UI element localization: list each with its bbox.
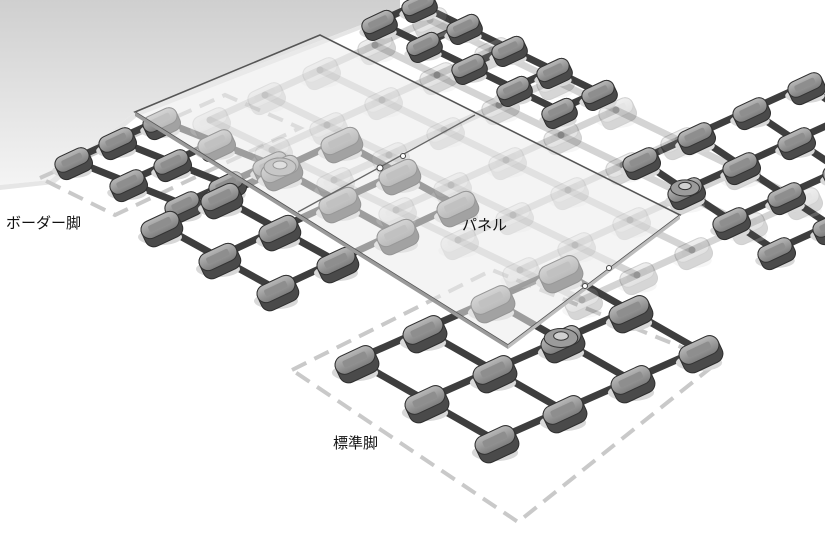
pedestal-pad bbox=[96, 127, 137, 161]
pedestal-pad bbox=[107, 169, 148, 203]
pedestal-pad bbox=[539, 395, 588, 434]
pedestal-head bbox=[537, 325, 586, 364]
pedestal-pad bbox=[494, 75, 533, 108]
stringer-bar bbox=[495, 101, 565, 139]
floor-panel bbox=[133, 34, 682, 349]
pedestal-pad bbox=[359, 9, 398, 42]
pedestal-pad bbox=[720, 152, 761, 186]
pedestal-pad bbox=[449, 53, 488, 86]
pedestal-pad bbox=[399, 0, 438, 24]
pedestal-pad bbox=[539, 97, 578, 130]
pedestal-pad bbox=[607, 365, 656, 404]
pedestal-pad bbox=[730, 97, 771, 131]
panel-pin bbox=[376, 164, 384, 172]
pedestal-pad bbox=[617, 262, 658, 296]
pedestal-pad bbox=[469, 355, 518, 394]
panel-edge-right bbox=[508, 215, 680, 349]
pedestal-pad bbox=[785, 72, 825, 106]
stringer-bar bbox=[557, 131, 627, 169]
border-leg-label: ボーダー脚 bbox=[6, 214, 82, 232]
panel-pin bbox=[606, 265, 612, 271]
pedestal-pad bbox=[256, 214, 302, 252]
pedestal-pad bbox=[198, 182, 244, 220]
pedestal-pad bbox=[52, 147, 93, 181]
pedestal-pad bbox=[605, 295, 654, 334]
pedestal-pad bbox=[755, 237, 796, 271]
pedestal-pad bbox=[410, 7, 451, 41]
pedestal-pad bbox=[404, 31, 443, 64]
stringer-bar bbox=[371, 41, 441, 79]
pedestal-pad bbox=[775, 127, 816, 161]
pedestal-pad bbox=[331, 345, 380, 384]
pedestal-pad bbox=[675, 335, 724, 374]
pedestal-pad bbox=[471, 425, 520, 464]
pedestal-pad bbox=[820, 157, 825, 191]
pedestal-pad bbox=[399, 315, 448, 354]
pedestal-pad bbox=[138, 210, 184, 248]
stringer-bar bbox=[433, 71, 503, 109]
pedestal-head bbox=[665, 177, 706, 211]
standard-leg-label: 標準脚 bbox=[333, 434, 379, 452]
panel-pin bbox=[582, 283, 588, 289]
panel-pin bbox=[400, 153, 406, 159]
pedestal-pad bbox=[710, 207, 751, 241]
pedestal-pad bbox=[401, 385, 450, 424]
pedestal-pad bbox=[765, 182, 806, 216]
pedestal-pad bbox=[672, 237, 713, 271]
pedestal-pad bbox=[444, 13, 483, 46]
pedestal-pad bbox=[196, 242, 242, 280]
panel-seam bbox=[297, 114, 476, 213]
pedestal-pad bbox=[254, 274, 300, 312]
pedestal-pad bbox=[417, 62, 458, 96]
pedestal-pad bbox=[579, 79, 618, 112]
stringer-bar bbox=[612, 106, 682, 144]
pedestal-pad bbox=[675, 122, 716, 156]
pedestal-pad bbox=[489, 35, 528, 68]
pedestal-pad bbox=[620, 147, 661, 181]
standard-zone-outline bbox=[288, 267, 722, 525]
pedestal-pad bbox=[151, 149, 192, 183]
pedestal-pad bbox=[541, 122, 582, 156]
panel-edge bbox=[135, 112, 508, 349]
pedestal-pad bbox=[314, 246, 360, 284]
pedestal-pad bbox=[534, 57, 573, 90]
panel-label: パネル bbox=[462, 216, 508, 234]
